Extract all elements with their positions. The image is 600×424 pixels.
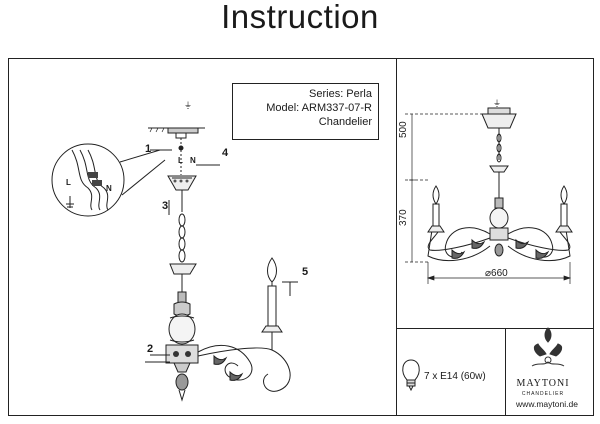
elev-earth-label: ⏚ bbox=[493, 99, 501, 108]
drawing-frame bbox=[8, 58, 594, 416]
callout-2: 2 bbox=[147, 343, 154, 355]
panel-divider bbox=[396, 58, 398, 416]
callout-1: 1 bbox=[145, 143, 152, 155]
type-label: Chandelier bbox=[318, 116, 372, 128]
brand-url: www.maytoni.de bbox=[516, 399, 578, 409]
dimension-middle: 370 bbox=[398, 209, 409, 226]
callout-3: 3 bbox=[162, 200, 169, 212]
dimension-top: 500 bbox=[398, 121, 409, 138]
candle bbox=[267, 285, 277, 327]
flame-bulb bbox=[267, 257, 277, 283]
porcelain-body bbox=[168, 313, 196, 345]
arm-scroll bbox=[197, 344, 253, 381]
model-label: Model: ARM337-07-R bbox=[266, 102, 372, 114]
callout-4: 4 bbox=[222, 147, 229, 159]
dimension-width: ⌀660 bbox=[485, 268, 508, 279]
bulb-spec: 7 x E14 (60w) bbox=[424, 371, 486, 382]
elev-label: ⏚ bbox=[184, 101, 192, 110]
brand-name: MAYTONI bbox=[516, 378, 570, 389]
canopy-label-l: L bbox=[178, 156, 183, 165]
series-label: Series: Perla bbox=[309, 88, 372, 100]
arm-hub bbox=[165, 344, 199, 364]
wire-label-l: L bbox=[66, 178, 71, 187]
canopy-label-n: N bbox=[190, 156, 196, 165]
bulb-icon bbox=[402, 359, 420, 392]
callout-5: 5 bbox=[302, 266, 309, 278]
panel-divider bbox=[505, 328, 507, 416]
model-info-box: Series: Perla Model: ARM337-07-R Chandel… bbox=[232, 83, 379, 140]
wiring-detail-circle bbox=[51, 143, 125, 217]
panel-divider bbox=[396, 328, 594, 330]
candle-cup bbox=[261, 325, 283, 333]
brand-subtitle: CHANDELIER bbox=[521, 391, 565, 397]
ceiling-bracket bbox=[167, 127, 199, 134]
maytoni-logo-icon bbox=[531, 327, 565, 367]
chain bbox=[178, 213, 186, 263]
wire-label-n: N bbox=[106, 184, 112, 193]
stem-cup bbox=[169, 263, 197, 275]
page-title: Instruction bbox=[221, 0, 379, 35]
